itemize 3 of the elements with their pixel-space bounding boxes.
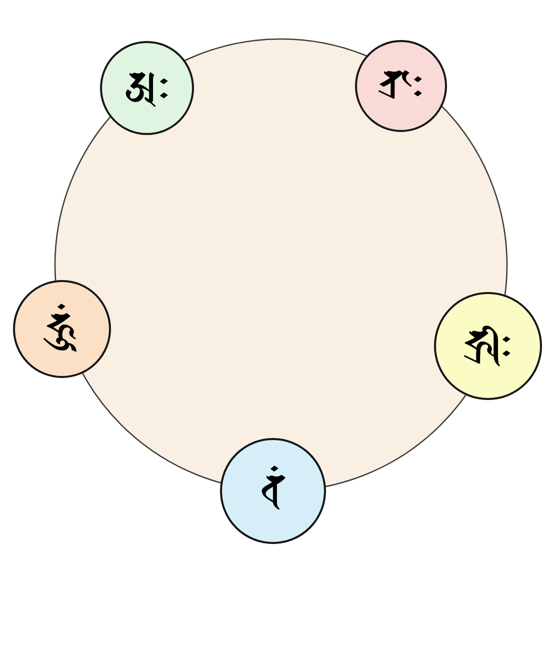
seed-syllable: 𑖝𑖿𑖨𑖯𑖾 <box>378 64 424 108</box>
seed-syllable: 𑖀𑖾 <box>124 66 170 110</box>
seed-syllable: 𑖮𑖿𑖨𑖱𑖾 <box>464 324 512 368</box>
